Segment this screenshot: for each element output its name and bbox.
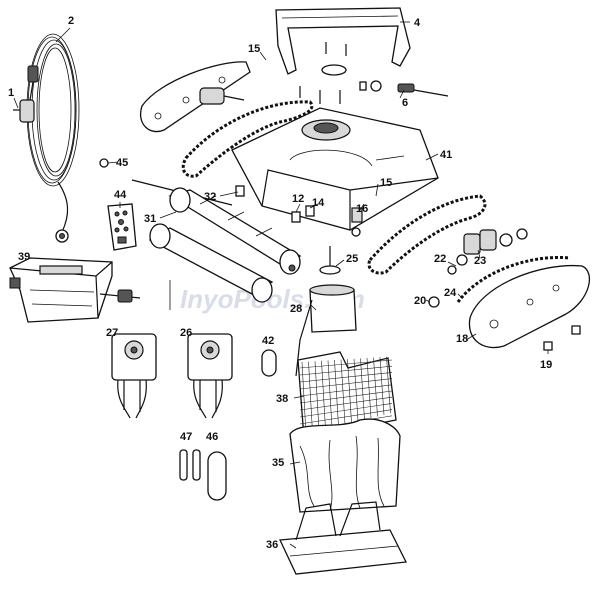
callout-38: 38	[276, 393, 288, 405]
callout-18: 18	[456, 333, 468, 345]
callout-41: 41	[440, 149, 452, 161]
screw-rear	[571, 325, 581, 335]
callout-12: 12	[292, 193, 304, 205]
robot-body	[231, 107, 439, 231]
callout-36: 36	[266, 539, 278, 551]
brush-roller-lower	[148, 223, 274, 303]
mesh-line	[299, 409, 393, 425]
callout-2: 2	[68, 15, 74, 27]
bracket-14	[305, 205, 315, 217]
callout-35: 35	[272, 457, 284, 469]
mesh-line	[299, 396, 393, 411]
callout-24: 24	[444, 287, 457, 299]
fuse-pair	[179, 449, 201, 481]
callout-20: 20	[414, 295, 426, 307]
callout-14: 14	[312, 197, 325, 209]
mesh-line	[327, 360, 333, 428]
callout-42: 42	[262, 335, 274, 347]
callout-39: 39	[18, 251, 30, 263]
filter-screen-38	[297, 351, 397, 439]
callout-1: 1	[8, 87, 14, 99]
impeller-25	[319, 246, 341, 275]
left-side-plate	[139, 61, 251, 133]
motor-unit-26	[187, 333, 233, 419]
mesh-line	[347, 359, 352, 423]
leader-lines	[13, 21, 549, 549]
callout-15-right: 15	[380, 177, 392, 189]
mesh-line	[321, 360, 326, 430]
washer-part	[99, 158, 109, 168]
mesh-line	[299, 359, 393, 369]
cable-connector	[13, 65, 39, 123]
fastener-16	[351, 207, 363, 237]
power-cable-coil	[26, 33, 80, 243]
callout-27: 27	[106, 327, 118, 339]
callout-45: 45	[116, 157, 128, 169]
callout-labels: 1 2 4 6 12 14 15 15 16 18 19 20 22 23 24…	[8, 15, 552, 551]
o-ring	[321, 64, 347, 76]
mesh-line	[299, 390, 393, 404]
filter-bag-35	[289, 418, 401, 513]
bracket-32	[235, 185, 245, 197]
mesh-line	[299, 384, 393, 397]
callout-26: 26	[180, 327, 192, 339]
screw-19	[543, 341, 553, 351]
callout-32: 32	[204, 191, 216, 203]
right-side-plate	[468, 264, 591, 349]
washer-20	[428, 296, 440, 308]
mesh-line	[340, 359, 346, 425]
motor-unit-27	[111, 333, 157, 419]
left-drive-gear	[199, 87, 245, 105]
mesh-line	[314, 361, 320, 431]
mesh-line	[308, 361, 313, 433]
callout-31: 31	[144, 213, 156, 225]
spacer-22	[447, 265, 457, 275]
left-track	[181, 100, 314, 178]
right-track	[367, 194, 487, 275]
callout-22: 22	[434, 253, 446, 265]
mesh-line	[299, 372, 393, 383]
callout-19: 19	[540, 359, 552, 371]
belt-24	[456, 255, 571, 303]
callout-16: 16	[356, 203, 368, 215]
filter-frame-36	[279, 501, 407, 575]
power-supply-box	[9, 257, 141, 323]
callout-15-top: 15	[248, 43, 260, 55]
mesh-line	[299, 378, 393, 390]
callout-44: 44	[114, 189, 127, 201]
callout-25: 25	[346, 253, 358, 265]
capsule-42	[261, 349, 277, 377]
mesh-line	[353, 358, 359, 422]
carry-handle	[275, 7, 411, 75]
mesh-line	[334, 359, 339, 427]
right-gear-set	[456, 228, 528, 266]
mesh-line	[366, 357, 372, 419]
pin-set	[299, 42, 347, 104]
callout-47: 47	[180, 431, 192, 443]
pump-motor-28	[295, 284, 357, 377]
bracket-12	[291, 211, 301, 223]
spring-bolt	[359, 80, 449, 97]
callout-6: 6	[402, 97, 408, 109]
mesh-line	[301, 361, 307, 435]
cylinder-part	[207, 451, 227, 501]
remote-module	[107, 203, 137, 251]
brush-roller-upper	[168, 187, 302, 275]
callout-46: 46	[206, 431, 218, 443]
callout-4: 4	[414, 17, 421, 29]
mesh-line	[299, 403, 393, 418]
callout-23: 23	[474, 255, 486, 267]
mesh-line	[299, 365, 393, 376]
callout-28: 28	[290, 303, 302, 315]
mesh-line	[360, 358, 365, 420]
